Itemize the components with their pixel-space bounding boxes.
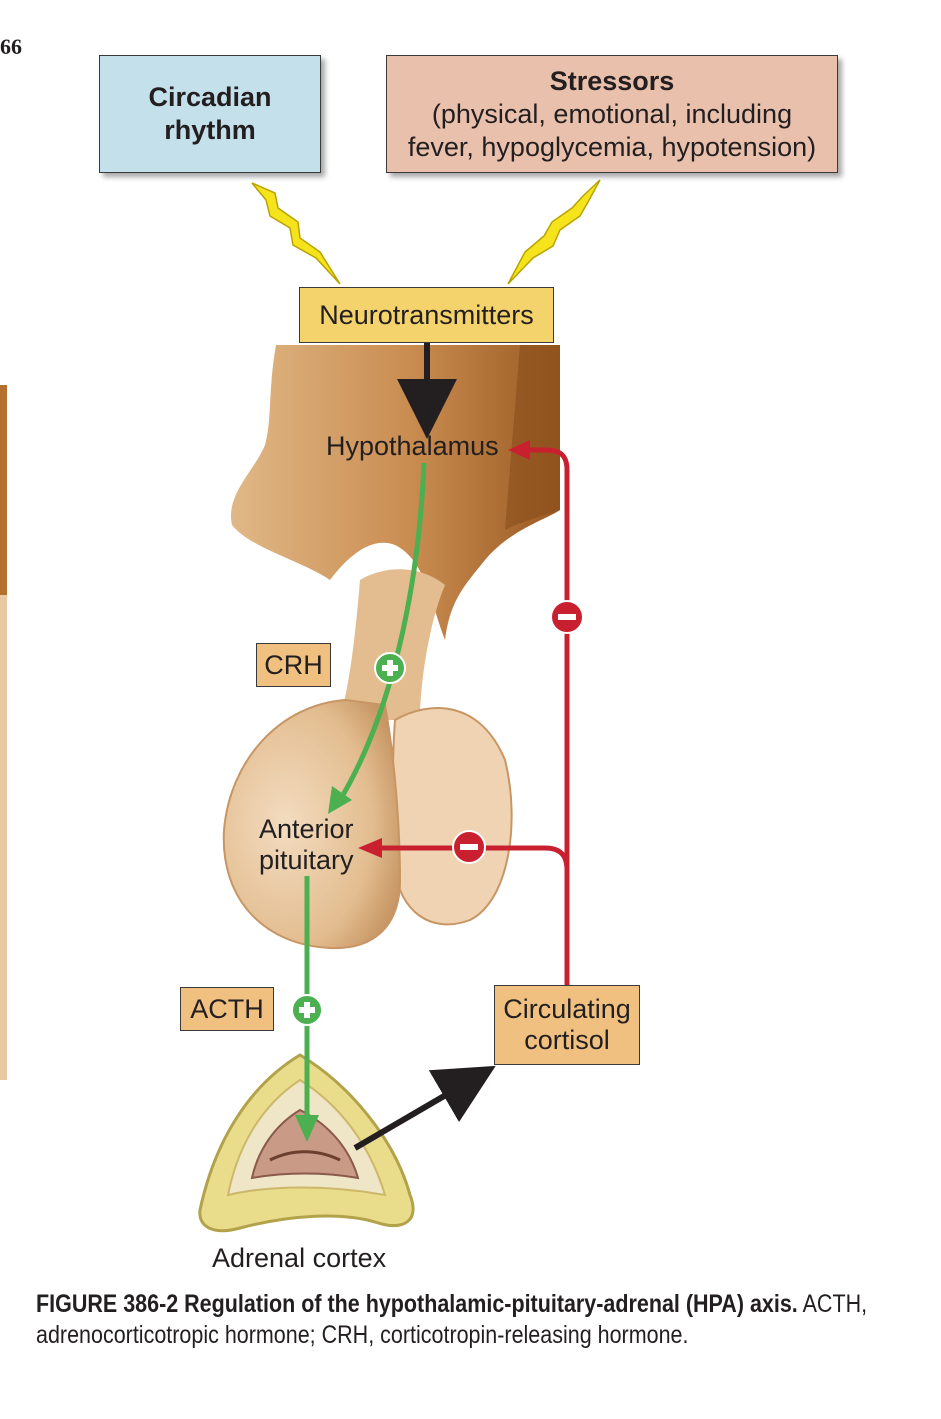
adrenal-cortex-label: Adrenal cortex xyxy=(212,1243,387,1273)
circulating-cortisol-box: Circulating cortisol xyxy=(494,985,640,1065)
acth-tag: ACTH xyxy=(180,987,274,1031)
stressors-detail-1: (physical, emotional, including xyxy=(431,98,793,129)
cortisol-line-1: Circulating xyxy=(503,994,631,1024)
adrenal-to-cortisol-arrow xyxy=(353,1065,496,1151)
stimulatory-plus-icon xyxy=(374,652,406,684)
sidebar-strip xyxy=(0,385,7,1080)
hypothalamus-tissue xyxy=(230,345,560,640)
circadian-line-2: rhythm xyxy=(164,115,256,145)
lightning-left-icon xyxy=(251,182,341,285)
inhibitory-minus-icon xyxy=(452,830,486,864)
caption-text: ACTH, adrenocorticotropic hormone; CRH, … xyxy=(36,1290,868,1349)
stressors-box: Stressors (physical, emotional, includin… xyxy=(386,55,838,173)
stimulatory-plus-icon xyxy=(291,994,323,1026)
figure-caption: FIGURE 386-2 Regulation of the hypothala… xyxy=(36,1289,922,1351)
stressors-title: Stressors xyxy=(549,65,675,96)
neurotransmitters-box: Neurotransmitters xyxy=(299,287,554,343)
pituitary-stalk xyxy=(340,569,445,720)
circadian-line-1: Circadian xyxy=(148,82,272,112)
caption-bold: FIGURE 386-2 Regulation of the hypothala… xyxy=(36,1290,798,1318)
inhibitory-minus-icon xyxy=(550,600,584,634)
crh-green-arrow xyxy=(337,462,427,802)
hypothalamus-label: Hypothalamus xyxy=(326,431,499,461)
stressors-detail-2: fever, hypoglycemia, hypotension) xyxy=(407,131,817,162)
anterior-pituitary-tissue xyxy=(222,698,402,950)
page-number: 66 xyxy=(0,34,22,59)
anterior-pituitary-line-2: pituitary xyxy=(259,845,354,875)
circadian-rhythm-box: Circadian rhythm xyxy=(99,55,321,173)
anterior-pituitary-label: Anterior pituitary xyxy=(259,814,354,876)
anterior-pituitary-line-1: Anterior xyxy=(259,814,354,844)
cortisol-line-2: cortisol xyxy=(524,1025,610,1055)
lightning-right-icon xyxy=(507,179,601,285)
crh-tag: CRH xyxy=(256,643,331,687)
cortisol-feedback-line xyxy=(526,447,570,985)
posterior-pituitary xyxy=(391,707,513,926)
